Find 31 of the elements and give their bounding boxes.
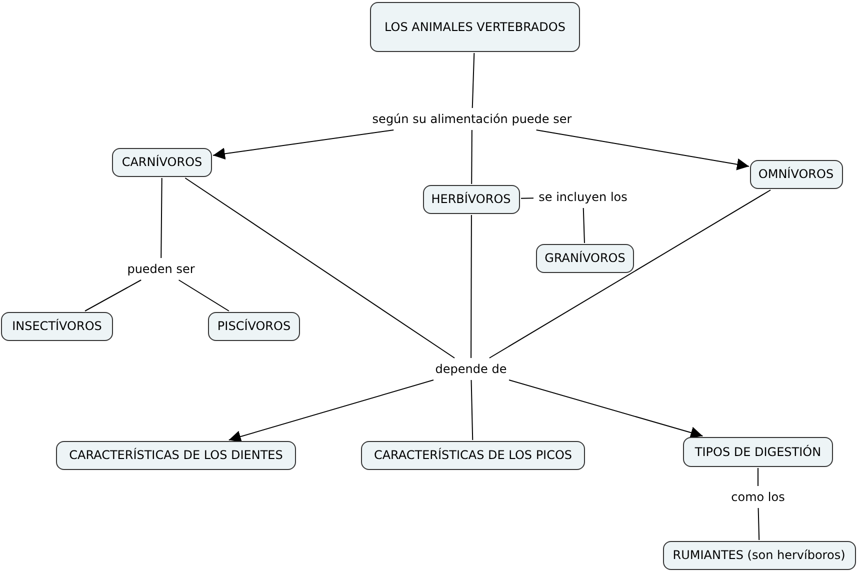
linking-phrase: se incluyen los bbox=[536, 189, 630, 205]
arrow bbox=[228, 380, 434, 442]
concept-box: CARACTERÍSTICAS DE LOS PICOS bbox=[361, 440, 585, 470]
concept-box: OMNÍVOROS bbox=[750, 160, 842, 188]
linking-phrase: según su alimentación puede ser bbox=[370, 111, 574, 127]
linking-phrase: depende de bbox=[433, 361, 509, 377]
connector-line bbox=[84, 280, 142, 312]
connector-line bbox=[160, 178, 162, 258]
connector-line bbox=[470, 380, 474, 440]
concept-box: GRANÍVOROS bbox=[536, 244, 634, 272]
connector-line bbox=[178, 280, 230, 312]
concept-box: RUMIANTES (son hervíboros) bbox=[662, 540, 856, 570]
connector-line bbox=[471, 130, 472, 184]
concept-box: TIPOS DE DIGESTIÓN bbox=[683, 437, 833, 467]
connector-line bbox=[582, 208, 585, 244]
concept-box: PISCÍVOROS bbox=[208, 312, 300, 340]
arrow bbox=[508, 380, 704, 438]
concept-box: INSECTÍVOROS bbox=[1, 312, 113, 340]
connector-line bbox=[758, 508, 760, 540]
connector-line bbox=[520, 198, 534, 199]
concept-box: CARNÍVOROS bbox=[112, 148, 212, 176]
connector-line bbox=[472, 52, 475, 108]
connector-line bbox=[470, 214, 472, 358]
linking-phrase: pueden ser bbox=[125, 261, 197, 277]
connector-line bbox=[488, 190, 772, 358]
connector-line bbox=[184, 178, 456, 358]
concept-box: HERBÍVOROS bbox=[422, 184, 520, 214]
arrow bbox=[536, 130, 750, 170]
arrow bbox=[212, 130, 394, 160]
concept-box: CARACTERÍSTICAS DE LOS DIENTES bbox=[56, 440, 296, 470]
concept-box: LOS ANIMALES VERTEBRADOS bbox=[370, 2, 580, 52]
